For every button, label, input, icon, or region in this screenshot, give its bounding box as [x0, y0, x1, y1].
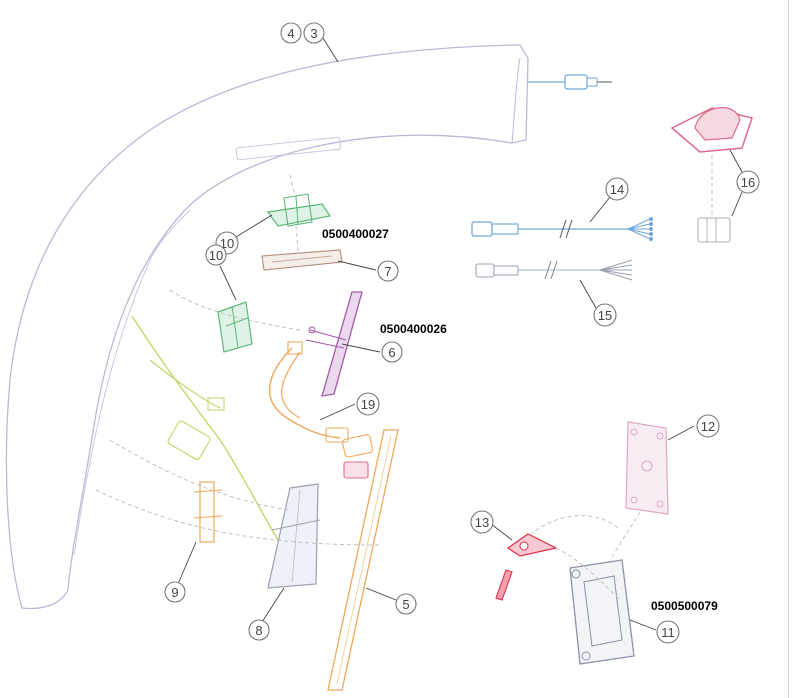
callout-19-label: 19 [361, 397, 375, 412]
part-10-lower-bracket [217, 301, 253, 353]
callout-10-lower-bubble: 10 [205, 244, 227, 266]
callout-13: 13 [470, 510, 494, 534]
yellow-harness [131, 315, 279, 541]
assembly-paths [95, 155, 713, 601]
callout-14-label: 14 [610, 182, 624, 197]
part-15-cable [475, 259, 633, 281]
callout-14: 14 [605, 177, 629, 201]
part-14-cable [471, 217, 653, 241]
part-10-upper-bracket [266, 193, 332, 227]
callout-6-label: 6 [388, 345, 395, 360]
callout-6: 6 [381, 341, 403, 363]
callout-7: 7 [377, 260, 399, 282]
part-12-plate [625, 421, 669, 515]
callout-11-label: 11 [661, 625, 675, 640]
part-8-module [267, 483, 321, 589]
callout-16: 16 [736, 170, 760, 194]
callout-8: 8 [248, 619, 270, 641]
callout-19: 19 [356, 392, 380, 416]
callout-16-label: 16 [741, 175, 755, 190]
callout-15: 15 [593, 303, 617, 327]
part-13-wedge [495, 533, 558, 601]
part-16-cap [670, 106, 753, 243]
callout-7-label: 7 [384, 264, 391, 279]
callout-5: 5 [395, 593, 417, 615]
callout-8-label: 8 [255, 623, 262, 638]
callout-3-label: 3 [310, 26, 317, 41]
callout-5-label: 5 [402, 597, 409, 612]
arm-top-connector [528, 74, 612, 90]
callout-10-upper-label: 10 [220, 236, 234, 251]
part-19-harness [268, 341, 374, 479]
callout-10-lower-label: 10 [209, 248, 223, 263]
leader-lines [177, 37, 743, 631]
part-number-6: 0500400026 [380, 322, 447, 336]
page-edge-rule [788, 0, 789, 698]
arm-housing [5, 44, 529, 610]
callout-12-label: 12 [701, 419, 715, 434]
callout-15-label: 15 [598, 308, 612, 323]
part-number-11: 0500500079 [651, 599, 718, 613]
callout-9: 9 [164, 581, 186, 603]
callout-3: 3 [303, 22, 325, 44]
part-6-light-bar [305, 291, 363, 397]
callout-11: 11 [656, 620, 680, 644]
part-number-7: 0500400027 [322, 227, 389, 241]
callout-9-label: 9 [171, 585, 178, 600]
part-7-lens [261, 249, 343, 271]
callout-12: 12 [696, 414, 720, 438]
callout-4: 4 [280, 22, 302, 44]
part-5-strip [327, 429, 399, 691]
callout-13-label: 13 [475, 515, 489, 530]
part-9-bracket [193, 481, 223, 543]
part-11-mount [569, 559, 635, 665]
callout-4-label: 4 [287, 26, 294, 41]
